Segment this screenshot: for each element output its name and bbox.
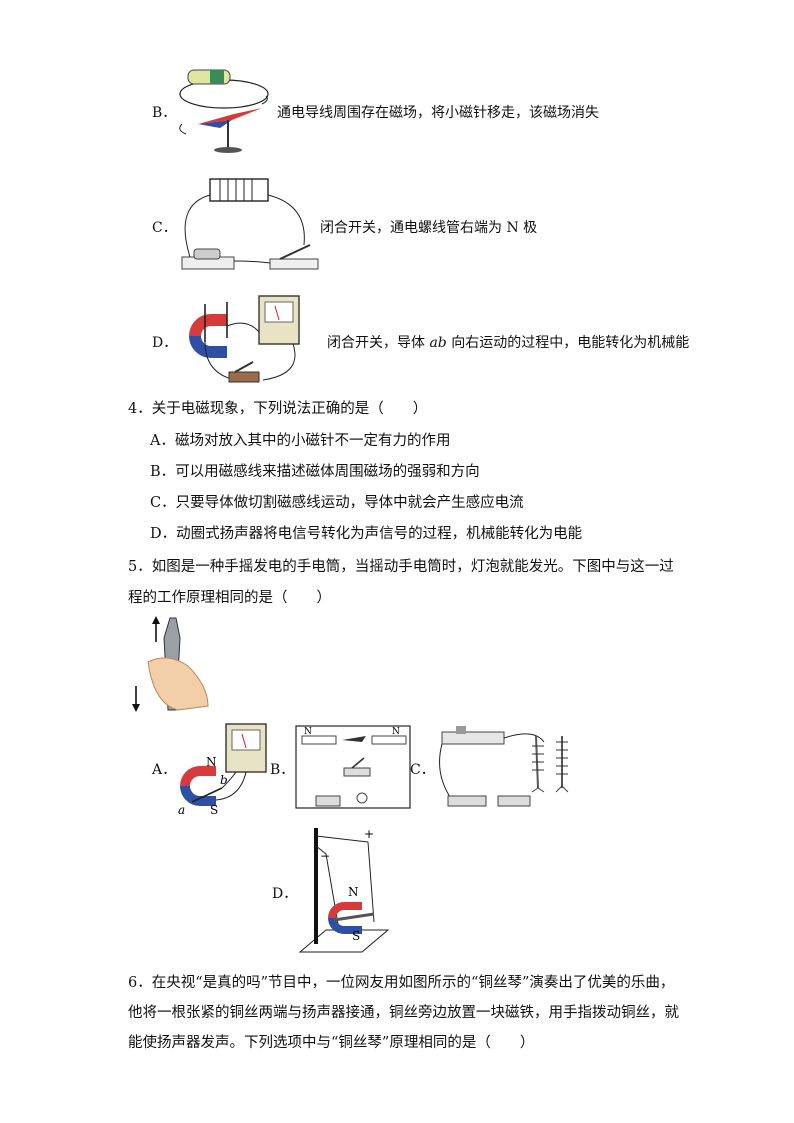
- option-c-label: C．: [152, 220, 177, 236]
- q4-option-d: D．动圈式扬声器将电信号转化为声信号的过程，机械能转化为电能: [150, 526, 583, 542]
- q5-fig-d: − + N S: [298, 827, 390, 953]
- compass-wire-figure: [179, 69, 269, 153]
- q5-label-c: C．: [410, 762, 435, 778]
- q5-fig-b-n1: N: [304, 727, 312, 737]
- hand-flashlight-figure: [132, 616, 209, 712]
- q4-option-b: B．可以用磁感线来描述磁体周围磁场的强弱和方向: [150, 464, 480, 480]
- solenoid-circuit-figure: [181, 178, 319, 270]
- q6-stem-line1: 6．在央视“是真的吗”节目中，一位网友用如图所示的“铜丝琴”演奏出了优美的乐曲，: [128, 975, 675, 991]
- q5-stem-line1: 5．如图是一种手摇发电的手电筒，当摇动手电筒时，灯泡就能发光。下图中与这一过: [128, 559, 674, 575]
- q5-fig-a-s: S: [210, 803, 218, 817]
- q5-stem-line2: 程的工作原理相同的是（ ）: [128, 590, 331, 606]
- option-c-text: 闭合开关，通电螺线管右端为 N 极: [320, 220, 538, 236]
- q5-fig-a: N S a b: [178, 723, 267, 817]
- option-b-label: B．: [152, 105, 177, 121]
- option-d-text-before: 闭合开关，导体: [327, 335, 430, 351]
- q5-label-b: B．: [270, 762, 295, 778]
- q5-fig-a-b: b: [220, 773, 228, 787]
- motor-circuit-figure: [189, 295, 300, 383]
- q5-fig-c: [439, 726, 569, 807]
- option-d-text-italic: ab: [429, 335, 447, 351]
- option-b-text: 通电导线周围存在磁场，将小磁针移走，该磁场消失: [277, 105, 599, 121]
- q5-fig-d-minus: −: [320, 849, 330, 863]
- q5-fig-b: N N: [295, 725, 411, 809]
- q6-stem-line3: 能使扬声器发声。下列选项中与“铜丝琴”原理相同的是（ ）: [128, 1035, 535, 1051]
- q5-fig-d-plus: +: [364, 827, 374, 841]
- option-d-text: 闭合开关，导体 ab 向右运动的过程中，电能转化为机械能: [327, 333, 689, 353]
- q5-fig-d-s: S: [352, 929, 360, 943]
- q4-option-a: A．磁场对放入其中的小磁针不一定有力的作用: [150, 433, 451, 449]
- q5-fig-b-n2: N: [392, 727, 400, 737]
- q5-fig-d-n: N: [348, 885, 359, 899]
- q6-stem-line2: 他将一根张紧的铜丝两端与扬声器接通，铜丝旁边放置一块磁铁，用手指拨动铜丝，就: [128, 1005, 679, 1021]
- q4-option-c: C．只要导体做切割磁感线运动，导体中就会产生感应电流: [150, 495, 524, 511]
- option-d-label: D．: [152, 335, 178, 351]
- q5-label-a: A．: [152, 762, 177, 778]
- q5-label-d: D．: [272, 886, 298, 902]
- option-d-text-after: 向右运动的过程中，电能转化为机械能: [446, 335, 690, 351]
- q5-fig-a-a: a: [178, 803, 185, 817]
- q5-fig-a-n: N: [206, 755, 217, 769]
- q4-stem: 4．关于电磁现象，下列说法正确的是（ ）: [128, 401, 428, 417]
